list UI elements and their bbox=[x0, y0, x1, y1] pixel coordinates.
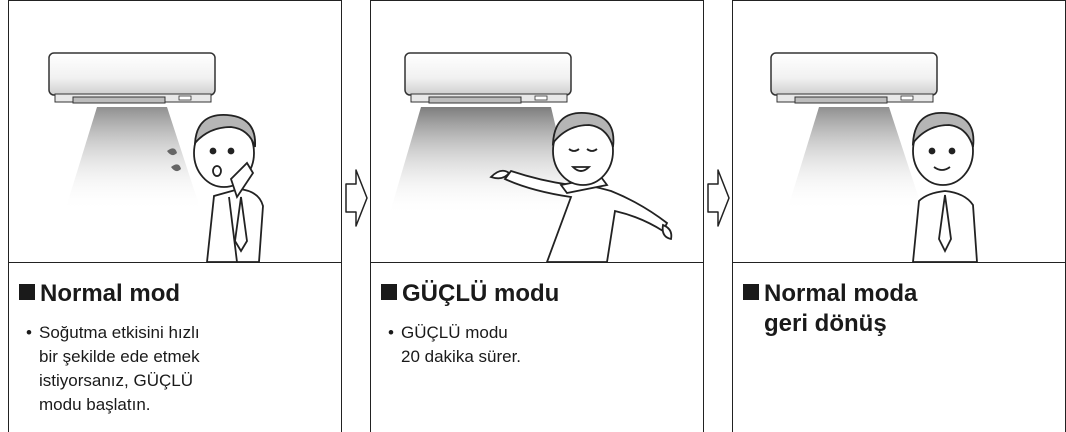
panel-title: GÜÇLÜ modu bbox=[381, 279, 559, 309]
square-bullet-icon bbox=[19, 284, 35, 300]
panel-title-line-1: Normal moda bbox=[764, 280, 917, 307]
description-line-4: modu başlatın. bbox=[39, 393, 200, 417]
bullet-dot: • bbox=[26, 321, 32, 345]
square-bullet-icon bbox=[743, 284, 759, 300]
bullet-dot: • bbox=[388, 321, 394, 345]
person-hot-icon bbox=[194, 115, 263, 262]
panel-title-line-1: GÜÇLÜ modu bbox=[402, 280, 559, 307]
scene-return-normal bbox=[733, 1, 1065, 263]
description-line-1: GÜÇLÜ modu bbox=[401, 321, 521, 345]
airflow-beam-strong bbox=[389, 107, 577, 216]
panel-powerful-mode: GÜÇLÜ modu • GÜÇLÜ modu 20 dakika sürer. bbox=[370, 0, 704, 432]
airflow-beam bbox=[787, 107, 923, 211]
air-conditioner-unit-icon bbox=[771, 53, 937, 103]
step-arrow-icon bbox=[344, 168, 368, 228]
description-line-1: Soğutma etkisini hızlı bbox=[39, 321, 200, 345]
air-conditioner-unit-icon bbox=[49, 53, 215, 103]
panel-title-line-2: geri dönüş bbox=[743, 309, 917, 339]
panel-title-line-1: Normal mod bbox=[40, 280, 180, 307]
airflow-beam bbox=[65, 107, 201, 211]
description-line-2: bir şekilde ede etmek bbox=[39, 345, 200, 369]
panel-return-normal: Normal moda geri dönüş bbox=[732, 0, 1066, 432]
scene-normal-mode bbox=[9, 1, 341, 263]
scene-powerful-mode bbox=[371, 1, 703, 263]
person-comfortable-icon bbox=[913, 113, 977, 262]
panel-title: Normal mod bbox=[19, 279, 180, 309]
panel-description: • GÜÇLÜ modu 20 dakika sürer. bbox=[401, 321, 521, 369]
description-line-2: 20 dakika sürer. bbox=[401, 345, 521, 369]
panel-description: • Soğutma etkisini hızlı bir şekilde ede… bbox=[39, 321, 200, 417]
panel-normal-mode: Normal mod • Soğutma etkisini hızlı bir … bbox=[8, 0, 342, 432]
panel-title: Normal moda geri dönüş bbox=[743, 279, 917, 339]
square-bullet-icon bbox=[381, 284, 397, 300]
air-conditioner-unit-icon bbox=[405, 53, 571, 103]
step-arrow-icon bbox=[706, 168, 730, 228]
description-line-3: istiyorsanız, GÜÇLÜ bbox=[39, 369, 200, 393]
